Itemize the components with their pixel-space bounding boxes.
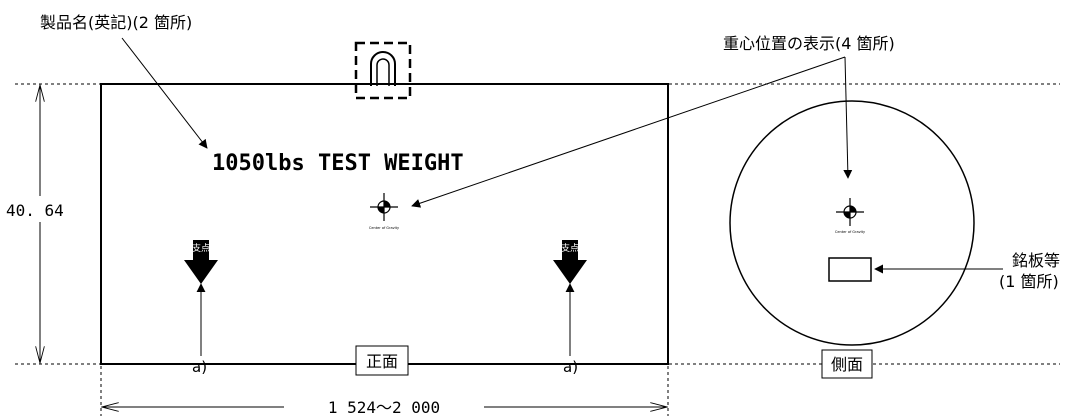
cog-leader-front [411,56,846,208]
product-name-text: 1050lbs TEST WEIGHT [212,151,464,176]
length-dimension-bg [284,396,484,418]
height-dimension-value: 40. 64 [6,201,64,220]
support-label-left: 支点 [192,242,210,254]
side-view-body [729,100,975,346]
front-view-body [100,83,669,365]
lifting-eye-box [354,41,412,100]
lifting-eye-inner-icon [376,58,390,86]
nameplate [828,257,872,282]
product-name-annotation: 製品名(英記)(2 箇所) [40,13,192,32]
cog-caption-side: Center of Gravity [835,230,865,234]
length-dimension-value: 1 524～2 000 [328,398,440,417]
cog-annotation: 重心位置の表示(4 箇所) [723,34,895,53]
support-point-left: 支点 [184,240,218,284]
height-dimension-bg [2,196,66,222]
support-point-right: 支点 [553,240,587,284]
front-view-label-box [355,345,409,376]
support-marker-right: a) [563,358,578,376]
front-view-label: 正面 [366,352,398,371]
cog-caption-front: Center of Gravity [369,226,399,230]
support-label-right: 支点 [561,242,579,254]
nameplate-annotation-line1: 銘板等 [1012,251,1060,270]
nameplate-annotation-line2: (1 箇所) [999,272,1059,291]
side-view-label: 側面 [831,355,863,374]
side-view-label-box [821,349,873,379]
cog-leader-side [843,56,853,179]
product-name-leader [121,37,208,149]
cog-mark-front: Center of Gravity [369,193,399,230]
lifting-eye-icon [370,51,396,86]
support-marker-left: a) [192,358,207,376]
cog-mark-side: Center of Gravity [835,198,865,234]
